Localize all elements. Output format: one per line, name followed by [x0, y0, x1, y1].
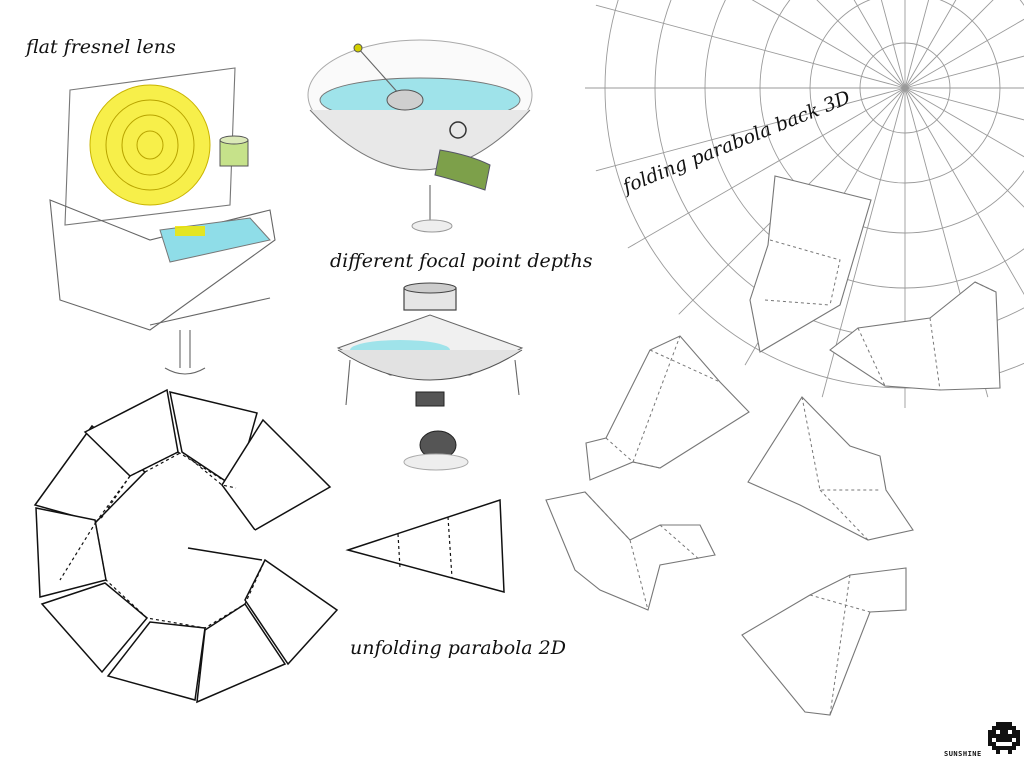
logo-pixel — [1000, 734, 1004, 738]
polar-spoke — [904, 87, 1024, 296]
logo-pixel — [1016, 730, 1020, 734]
logo-pixel — [1008, 734, 1012, 738]
unfolding-parabola-label: unfolding parabola 2D — [350, 637, 566, 659]
logo-pixel — [1000, 746, 1004, 750]
logo-pixel — [1004, 730, 1008, 734]
logo-pixel — [996, 746, 1000, 750]
polar-spoke — [904, 0, 957, 89]
folding-net-large-1 — [749, 175, 872, 353]
polar-spoke — [904, 55, 1024, 89]
logo-pixel — [992, 734, 996, 738]
logo-pixel — [992, 746, 996, 750]
logo-pixel — [1000, 722, 1004, 726]
logo-pixel — [1012, 730, 1016, 734]
polar-spoke — [595, 87, 906, 172]
logo-pixel — [996, 750, 1000, 754]
folding-net-large-2 — [829, 281, 1001, 391]
logo-pixel — [1008, 726, 1012, 730]
logo-pixel — [1008, 750, 1012, 754]
logo-pixel — [996, 726, 1000, 730]
polar-spoke — [904, 0, 994, 89]
logo-pixel — [1000, 738, 1004, 742]
polar-spoke — [595, 4, 906, 89]
logo-pixel — [1012, 742, 1016, 746]
logo-pixel — [988, 742, 992, 746]
logo-pixel — [1000, 726, 1004, 730]
logo-pixel — [992, 742, 996, 746]
logo-pixel — [1004, 722, 1008, 726]
logo-pixel — [996, 738, 1000, 742]
logo-pixel — [992, 726, 996, 730]
logo-pixel — [1004, 734, 1008, 738]
logo-pixel — [988, 734, 992, 738]
polar-spoke — [904, 87, 1024, 121]
logo-pixel — [1016, 742, 1020, 746]
focal-depths-label: different focal point depths — [330, 250, 593, 272]
logo-pixel — [988, 738, 992, 742]
folding-net-4 — [741, 567, 907, 716]
logo-pixel — [1008, 738, 1012, 742]
polar-spoke — [880, 0, 906, 89]
logo-pixel — [1012, 746, 1016, 750]
logo-pixel — [1004, 746, 1008, 750]
folding-net-3 — [545, 491, 716, 611]
logo-pixel — [1004, 738, 1008, 742]
polar-spoke — [853, 0, 906, 89]
ring-inner-dashes — [59, 451, 266, 629]
logo-pixel — [1008, 746, 1012, 750]
logo-pixel — [1004, 726, 1008, 730]
logo-pixel — [1012, 734, 1016, 738]
logo-pixel — [996, 722, 1000, 726]
polar-spoke — [904, 87, 1024, 158]
folding-net-1 — [585, 335, 750, 481]
logo-pixel — [1000, 730, 1004, 734]
folding-net-2 — [747, 396, 914, 541]
fresnel-lens-label: flat fresnel lens — [26, 36, 176, 58]
polar-spoke — [904, 0, 930, 89]
logo-pixel — [1008, 722, 1012, 726]
logo-pixel — [1016, 734, 1020, 738]
logo-pixel — [1016, 738, 1020, 742]
logo-pixel — [992, 730, 996, 734]
logo-pixel — [988, 730, 992, 734]
fresnel-lens-yellow — [89, 84, 211, 206]
logo-pixel — [996, 734, 1000, 738]
polar-spoke — [751, 0, 906, 89]
logo-pixel — [1012, 726, 1016, 730]
sunshine-logo-text: SUNSHINE — [944, 750, 982, 758]
polar-spoke — [627, 87, 906, 249]
polar-spoke — [904, 18, 1024, 89]
polar-spoke — [816, 0, 906, 89]
polar-spoke — [904, 87, 1024, 208]
